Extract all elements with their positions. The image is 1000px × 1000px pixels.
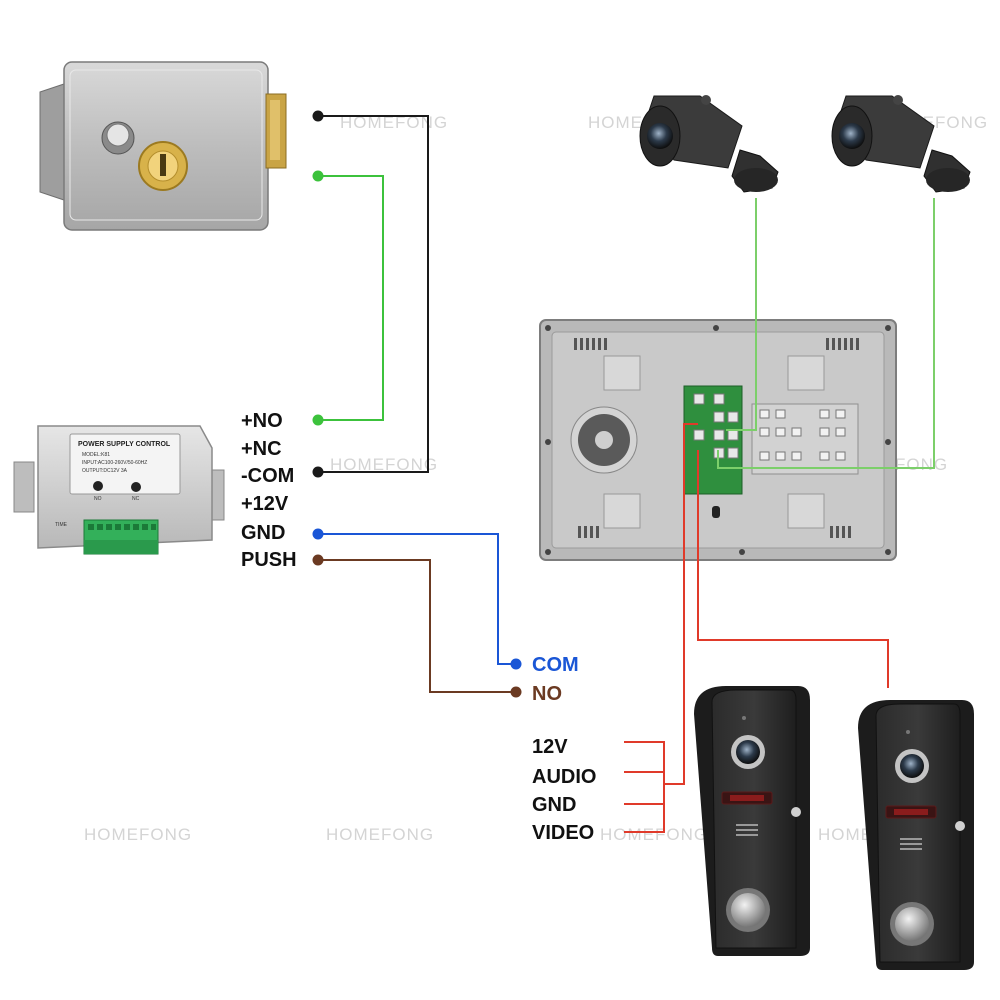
cctv-camera-icon [639, 95, 779, 193]
label-no: +NO [241, 410, 283, 432]
psu-model: MODEL:K81 [82, 452, 110, 458]
cctv-camera-icon [831, 95, 971, 193]
label-doorbell-gnd: GND [532, 794, 576, 816]
doorbell-wire-labels: 12V AUDIO GND VIDEO [532, 736, 596, 844]
dot-push [312, 554, 324, 566]
label-doorbell-video: VIDEO [532, 822, 594, 844]
wire-camera-2 [717, 198, 935, 469]
dot-gnd [312, 528, 324, 540]
wire-gnd-com [318, 533, 516, 665]
wire-camera-1 [726, 198, 757, 431]
psu-led-nc: NC [132, 496, 140, 502]
psu-output: OUTPUT:DC12V 3A [82, 468, 128, 474]
wire-doorbell-2 [697, 450, 889, 688]
electric-lock-icon [39, 61, 287, 231]
wires [318, 115, 935, 833]
dot-no [312, 414, 324, 426]
wire-doorbell-12v [624, 741, 665, 833]
watermark: HOMEFONG [600, 825, 708, 844]
doorbell-camera-icon [858, 700, 974, 970]
label-doorbell-audio: AUDIO [532, 766, 596, 788]
doorbell-camera-icon [694, 686, 810, 956]
dot-lock-black [312, 110, 324, 122]
watermark: HOMEFONG [326, 825, 434, 844]
dot-exit-com [510, 658, 522, 670]
terminal-dots [312, 110, 522, 698]
label-doorbell-12v: 12V [532, 736, 568, 758]
label-com: -COM [241, 465, 294, 487]
wire-lock-com [318, 115, 429, 473]
label-nc: +NC [241, 438, 282, 460]
dot-com [312, 466, 324, 478]
dot-exit-no [510, 686, 522, 698]
psu-input: INPUT:AC100-260V/50-60HZ [82, 460, 147, 466]
power-supply-icon: POWER SUPPLY CONTROL MODEL:K81 INPUT:AC1… [13, 425, 225, 555]
psu-led-no: NO [94, 496, 102, 502]
wire-push-no [318, 559, 516, 693]
psu-title: POWER SUPPLY CONTROL [78, 441, 171, 448]
label-exit-no: NO [532, 683, 562, 705]
terminal-labels: +NO +NC -COM +12V GND PUSH [241, 410, 297, 571]
label-exit-com: COM [532, 654, 579, 676]
label-gnd: GND [241, 522, 285, 544]
watermark: HOMEFONG [84, 825, 192, 844]
exit-button-labels: COM NO [532, 654, 579, 705]
psu-time: TIME [55, 522, 68, 528]
label-push: PUSH [241, 549, 297, 571]
dot-lock-green [312, 170, 324, 182]
watermark: HOMEFONG [330, 455, 438, 474]
indoor-monitor-icon [539, 319, 897, 561]
label-12v: +12V [241, 493, 289, 515]
wire-monitor-power [664, 423, 698, 785]
watermark: HOMEFONG [340, 113, 448, 132]
wire-lock-no [318, 175, 384, 421]
